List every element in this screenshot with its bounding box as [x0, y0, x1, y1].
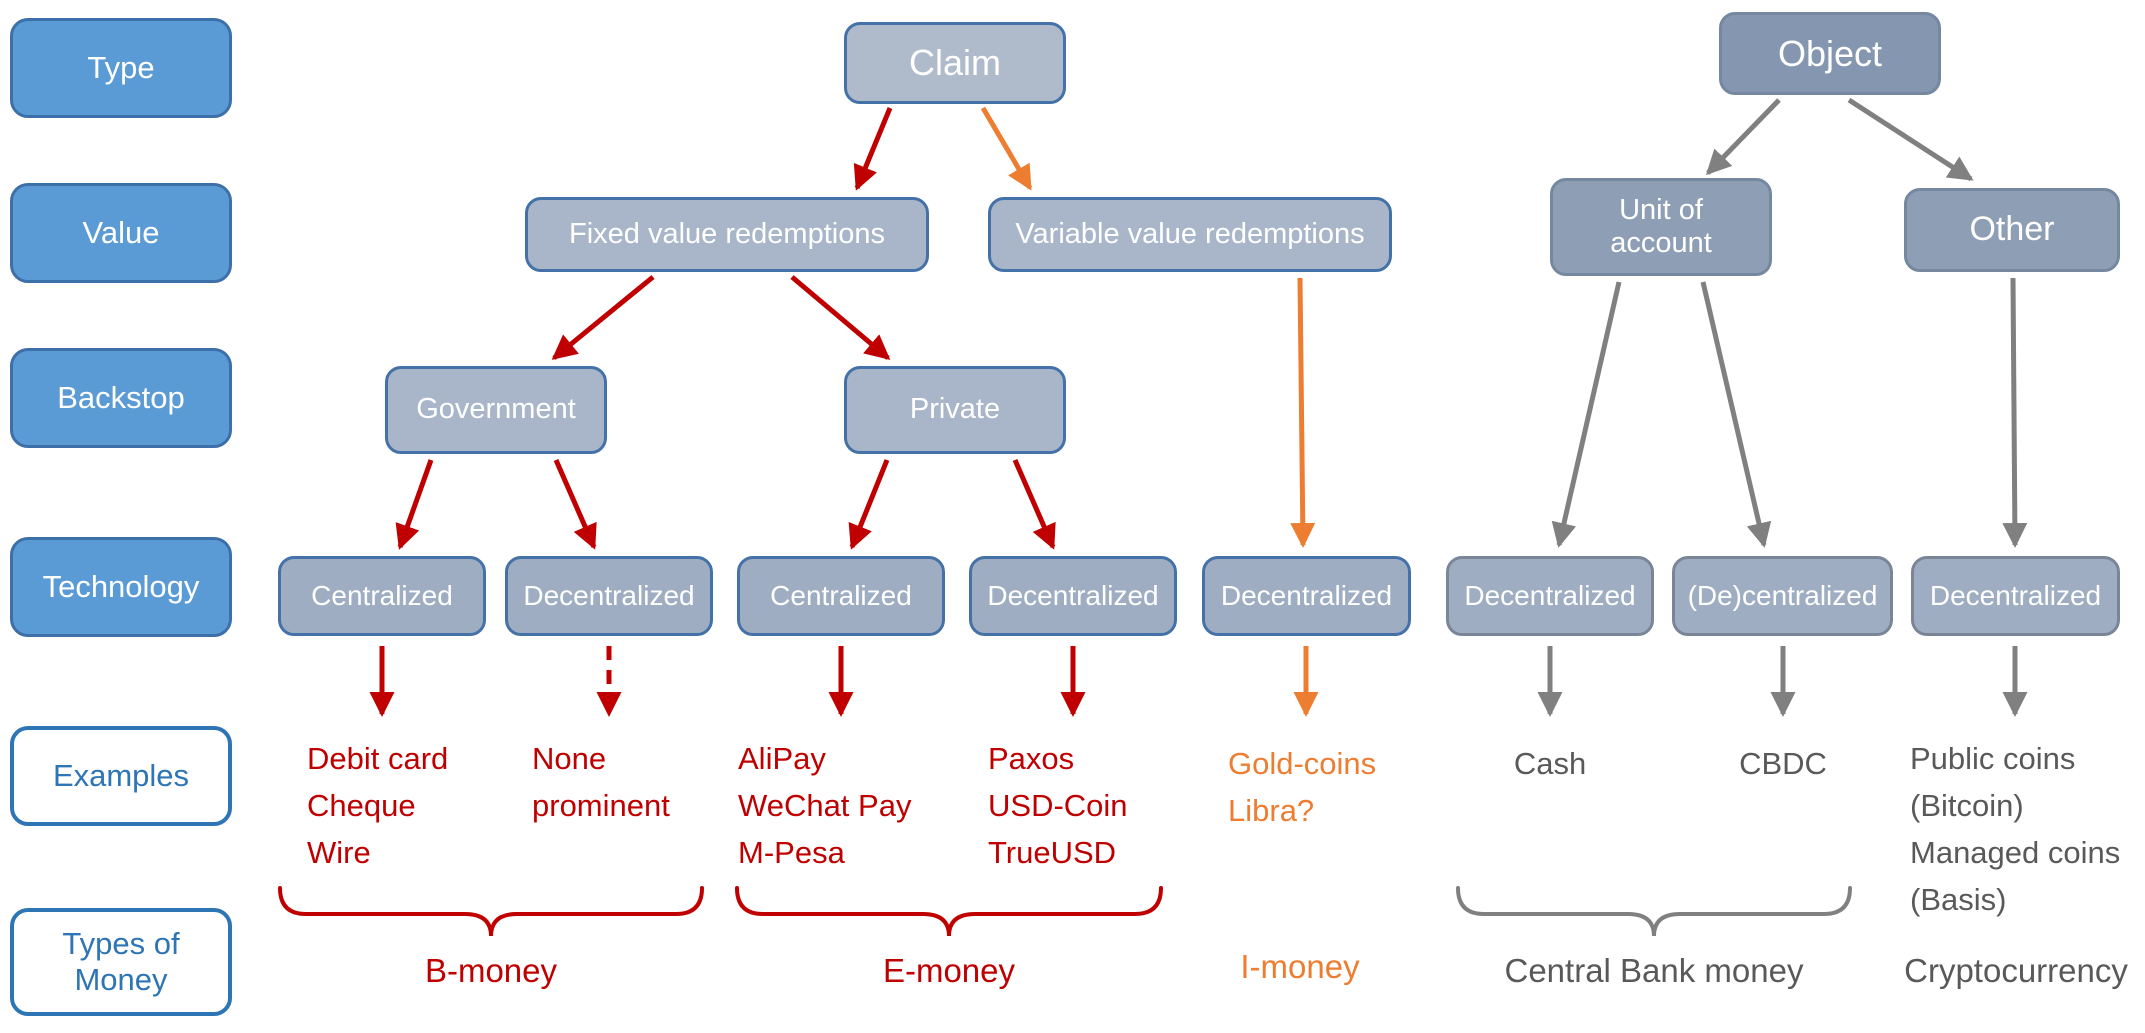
node-tech-decentralized-crypto: Decentralized — [1911, 556, 2120, 636]
example-line: Cash — [1513, 746, 1587, 781]
example-line: TrueUSD — [988, 835, 1117, 870]
examples-decentralized-private: Paxos USD-Coin TrueUSD — [988, 735, 1128, 876]
example-line: prominent — [532, 788, 670, 823]
money-type-i-money: I-money — [1240, 948, 1360, 985]
node-government: Government — [385, 366, 607, 454]
row-label-examples: Examples — [10, 726, 232, 826]
example-line: Managed coins — [1910, 835, 2121, 870]
arrow-fixed-to-private — [790, 275, 891, 360]
node-fixed-value-redemptions: Fixed value redemptions — [525, 197, 929, 272]
examples-cash: Cash — [1460, 740, 1640, 787]
node-tech-decentralized-private: Decentralized — [969, 556, 1177, 636]
example-line: Wire — [307, 835, 371, 870]
node-claim: Claim — [844, 22, 1066, 104]
arrow-object-to-unit-of-account — [1705, 98, 1781, 176]
node-tech-decentralized-cbdc: (De)centralized — [1672, 556, 1893, 636]
example-line: (Basis) — [1910, 882, 2007, 917]
brace-central-bank-money — [1456, 886, 1852, 937]
examples-cryptocurrency: Public coins (Bitcoin) Managed coins (Ba… — [1910, 735, 2120, 923]
node-tech-decentralized-cash: Decentralized — [1446, 556, 1654, 636]
example-line: (Bitcoin) — [1910, 788, 2024, 823]
example-line: CBDC — [1739, 746, 1827, 781]
row-label-backstop: Backstop — [10, 348, 232, 448]
node-tech-centralized-private: Centralized — [737, 556, 945, 636]
examples-centralized-government: Debit card Cheque Wire — [307, 735, 448, 876]
money-type-cryptocurrency: Cryptocurrency — [1904, 952, 2128, 989]
example-line: Libra? — [1228, 793, 1315, 828]
examples-cbdc: CBDC — [1693, 740, 1873, 787]
arrow-private-to-centralized — [848, 459, 890, 550]
brace-b-money — [278, 886, 704, 937]
example-line: None — [532, 741, 607, 776]
arrow-unit-to-decentralized-cbdc — [1700, 281, 1772, 548]
row-label-technology: Technology — [10, 537, 232, 637]
example-line: Cheque — [307, 788, 416, 823]
arrow-fixed-to-government — [551, 275, 655, 360]
money-type-central-bank-money: Central Bank money — [1504, 952, 1804, 989]
node-other: Other — [1904, 188, 2120, 272]
row-label-type: Type — [10, 18, 232, 118]
row-label-types-of-money: Types of Money — [10, 908, 232, 1016]
examples-centralized-private: AliPay WeChat Pay M-Pesa — [738, 735, 911, 876]
brace-e-money — [735, 886, 1163, 937]
arrow-object-to-other — [1847, 97, 1974, 182]
arrow-variable-to-decentralized — [1290, 277, 1316, 548]
examples-decentralized-government: None prominent — [532, 735, 670, 829]
row-label-value: Value — [10, 183, 232, 283]
node-unit-of-account: Unit of account — [1550, 178, 1772, 276]
arrow-government-to-decentralized — [553, 458, 597, 550]
example-line: M-Pesa — [738, 835, 845, 870]
example-line: Public coins — [1910, 741, 2076, 776]
arrow-private-to-decentralized — [1012, 458, 1056, 550]
node-tech-decentralized-government: Decentralized — [505, 556, 713, 636]
example-line: USD-Coin — [988, 788, 1128, 823]
node-variable-value-redemptions: Variable value redemptions — [988, 197, 1392, 272]
arrow-claim-to-variable — [980, 106, 1033, 191]
node-private: Private — [844, 366, 1066, 454]
money-type-e-money: E-money — [882, 952, 1016, 989]
example-line: Paxos — [988, 741, 1075, 776]
example-line: WeChat Pay — [738, 788, 912, 823]
example-line: Gold-coins — [1228, 746, 1377, 781]
node-object: Object — [1719, 12, 1941, 95]
arrow-unit-to-decentralized — [1551, 281, 1622, 548]
examples-i-money: Gold-coins Libra? — [1228, 740, 1376, 834]
money-type-b-money: B-money — [424, 952, 558, 989]
arrow-claim-to-fixed — [853, 107, 893, 191]
node-tech-centralized-government: Centralized — [278, 556, 486, 636]
example-line: AliPay — [738, 741, 826, 776]
arrow-government-to-centralized — [395, 459, 434, 550]
example-line: Debit card — [307, 741, 449, 776]
node-tech-decentralized-variable: Decentralized — [1202, 556, 1411, 636]
arrow-other-to-decentralized — [2002, 277, 2028, 548]
